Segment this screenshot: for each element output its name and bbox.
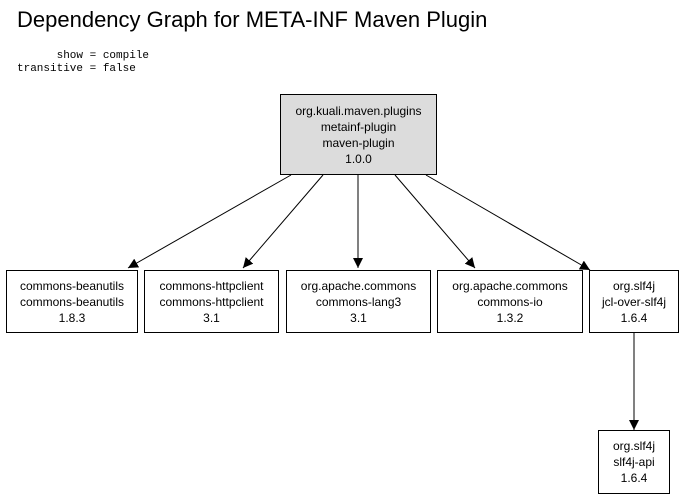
node-commons-beanutils: commons-beanutils commons-beanutils 1.8.… <box>6 270 138 333</box>
node-version-label: 1.3.2 <box>496 310 524 325</box>
node-group-label: org.apache.commons <box>452 278 568 293</box>
node-version-label: 3.1 <box>350 310 367 325</box>
node-metainf-plugin: org.kuali.maven.plugins metainf-plugin m… <box>280 94 437 175</box>
node-group-label: commons-httpclient <box>159 278 264 293</box>
node-artifact-label: commons-beanutils <box>19 294 125 309</box>
node-commons-lang3: org.apache.commons commons-lang3 3.1 <box>286 270 431 333</box>
node-packaging-label: maven-plugin <box>322 135 395 150</box>
edge-root-to-beanutils <box>127 174 292 269</box>
node-group-label: commons-beanutils <box>19 278 125 293</box>
node-artifact-label: commons-httpclient <box>159 294 264 309</box>
node-commons-io: org.apache.commons commons-io 1.3.2 <box>437 270 583 333</box>
edge-root-to-jcl <box>425 174 591 271</box>
node-artifact-label: commons-io <box>477 294 543 309</box>
node-version-label: 1.8.3 <box>58 310 86 325</box>
transitive-parameter: transitive = false <box>17 63 136 75</box>
node-artifact-label: metainf-plugin <box>320 119 397 134</box>
node-version-label: 1.6.4 <box>620 310 648 325</box>
show-parameter: show = compile <box>17 50 150 62</box>
node-group-label: org.slf4j <box>612 439 656 453</box>
edge-root-to-httpclient <box>242 174 324 269</box>
node-slf4j-api: org.slf4j slf4j-api 1.6.4 <box>598 430 670 494</box>
node-group-label: org.kuali.maven.plugins <box>295 103 422 118</box>
node-artifact-label: jcl-over-slf4j <box>601 294 666 309</box>
node-group-label: org.slf4j <box>612 278 656 293</box>
node-artifact-label: slf4j-api <box>613 455 655 469</box>
node-version-label: 1.0.0 <box>345 151 372 166</box>
edge-root-to-io <box>394 174 476 269</box>
node-version-label: 3.1 <box>203 310 220 325</box>
node-version-label: 1.6.4 <box>620 471 648 485</box>
node-group-label: org.apache.commons <box>300 278 417 293</box>
node-commons-httpclient: commons-httpclient commons-httpclient 3.… <box>144 270 279 333</box>
node-jcl-over-slf4j: org.slf4j jcl-over-slf4j 1.6.4 <box>589 270 679 333</box>
diagram-title: Dependency Graph for META-INF Maven Plug… <box>17 7 488 32</box>
node-artifact-label: commons-lang3 <box>315 294 402 309</box>
